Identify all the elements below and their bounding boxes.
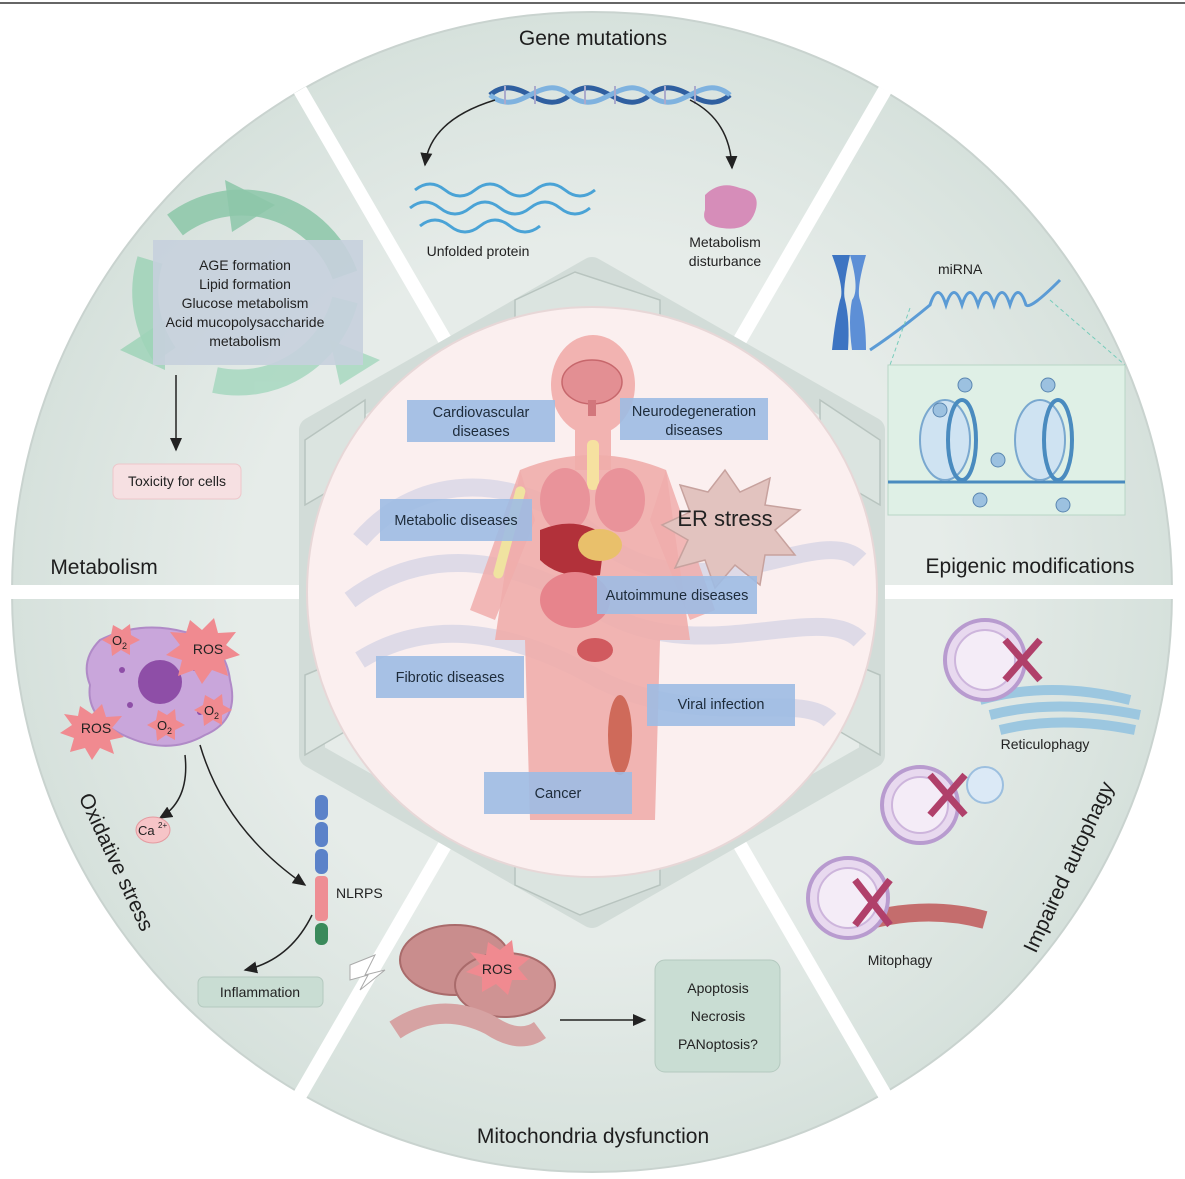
nlrp-icon	[315, 795, 328, 945]
svg-text:ROS: ROS	[81, 720, 111, 736]
box-cancer: Cancer	[484, 772, 632, 814]
svg-text:O: O	[112, 633, 122, 648]
segment-dividers	[10, 86, 1174, 1099]
unfolded-protein-icon	[409, 182, 596, 234]
organs-icon	[540, 440, 645, 662]
toxicity-pill: Toxicity for cells	[112, 463, 242, 500]
title-epigenic: Epigenic modifications	[926, 555, 1135, 578]
label-mitophagy: Mitophagy	[868, 952, 933, 968]
svg-text:Cardiovascular: Cardiovascular	[433, 405, 530, 421]
title-metabolism: Metabolism	[50, 556, 157, 579]
mitophagy-icon	[806, 856, 988, 940]
svg-text:PANoptosis?: PANoptosis?	[678, 1036, 758, 1052]
chromosome-icon	[832, 255, 866, 350]
metabolism-blob-icon	[704, 185, 757, 229]
lightning-icon	[349, 954, 386, 991]
nucleosome-panel	[887, 364, 1126, 516]
title-gene-mutations: Gene mutations	[519, 27, 667, 50]
label-metabolism: Metabolism	[689, 234, 761, 250]
disease-boxes: Cardiovascular diseases Neurodegeneratio…	[376, 398, 795, 814]
svg-text:ROS: ROS	[193, 641, 223, 657]
svg-text:2: 2	[167, 726, 172, 736]
svg-text:2: 2	[214, 711, 219, 721]
svg-text:2: 2	[122, 641, 127, 651]
box-metabolic: Metabolic diseases	[380, 499, 532, 541]
svg-text:Apoptosis: Apoptosis	[687, 980, 748, 996]
svg-text:O: O	[204, 703, 214, 718]
box-neurodegeneration: Neurodegeneration diseases	[620, 398, 768, 440]
svg-text:AGE formation: AGE formation	[199, 257, 291, 273]
autophagosome-icon	[880, 765, 1004, 845]
label-unfolded-protein: Unfolded protein	[427, 243, 530, 259]
dna-icon	[488, 85, 732, 105]
svg-text:Toxicity for cells: Toxicity for cells	[128, 473, 226, 489]
box-autoimmune: Autoimmune diseases	[597, 576, 757, 614]
svg-text:metabolism: metabolism	[209, 333, 281, 349]
svg-text:Neurodegeneration: Neurodegeneration	[632, 404, 756, 420]
box-fibrotic: Fibrotic diseases	[376, 656, 524, 698]
svg-text:2+: 2+	[158, 821, 167, 830]
title-mitochondria: Mitochondria dysfunction	[477, 1125, 709, 1148]
svg-text:diseases: diseases	[665, 423, 722, 439]
box-viral: Viral infection	[647, 684, 795, 726]
brain-icon	[561, 359, 623, 405]
ros-burst-cell: ROS ROS	[60, 618, 240, 760]
er-stress-burst	[660, 468, 802, 590]
dna-rungs	[504, 86, 696, 104]
svg-text:Glucose metabolism: Glucose metabolism	[182, 295, 309, 311]
svg-text:Metabolic diseases: Metabolic diseases	[394, 513, 517, 529]
label-mito-ros: ROS	[482, 961, 512, 977]
svg-text:Cancer: Cancer	[535, 786, 582, 802]
svg-text:Autoimmune diseases: Autoimmune diseases	[606, 588, 749, 604]
svg-text:Viral infection: Viral infection	[678, 697, 765, 713]
reticulophagy-icon	[943, 618, 1141, 735]
cell-death-box: Apoptosis Necrosis PANoptosis?	[654, 959, 781, 1073]
svg-text:O: O	[157, 718, 167, 733]
label-nlrps: NLRPS	[336, 885, 383, 901]
svg-text:Fibrotic diseases: Fibrotic diseases	[396, 670, 505, 686]
er-stress-label: ER stress	[677, 506, 772, 531]
inflammation-pill: Inflammation	[197, 976, 324, 1008]
box-cardiovascular: Cardiovascular diseases	[407, 400, 555, 442]
label-disturbance: disturbance	[689, 253, 762, 269]
calcium-icon	[135, 816, 171, 844]
svg-text:Lipid formation: Lipid formation	[199, 276, 291, 292]
svg-text:Inflammation: Inflammation	[220, 984, 300, 1000]
label-reticulophagy: Reticulophagy	[1001, 736, 1090, 752]
hex-frame	[299, 257, 885, 928]
mirna-coil-icon	[869, 278, 1062, 352]
svg-text:Acid mucopolysaccharide: Acid mucopolysaccharide	[166, 314, 325, 330]
mito-ros-burst	[466, 940, 530, 995]
svg-text:diseases: diseases	[452, 424, 509, 440]
muscle-icon	[608, 695, 632, 775]
label-mirna: miRNA	[938, 261, 983, 277]
metabolism-box: AGE formation Lipid formation Glucose me…	[153, 240, 363, 365]
label-calcium: Ca	[138, 823, 155, 838]
svg-text:Necrosis: Necrosis	[691, 1008, 745, 1024]
